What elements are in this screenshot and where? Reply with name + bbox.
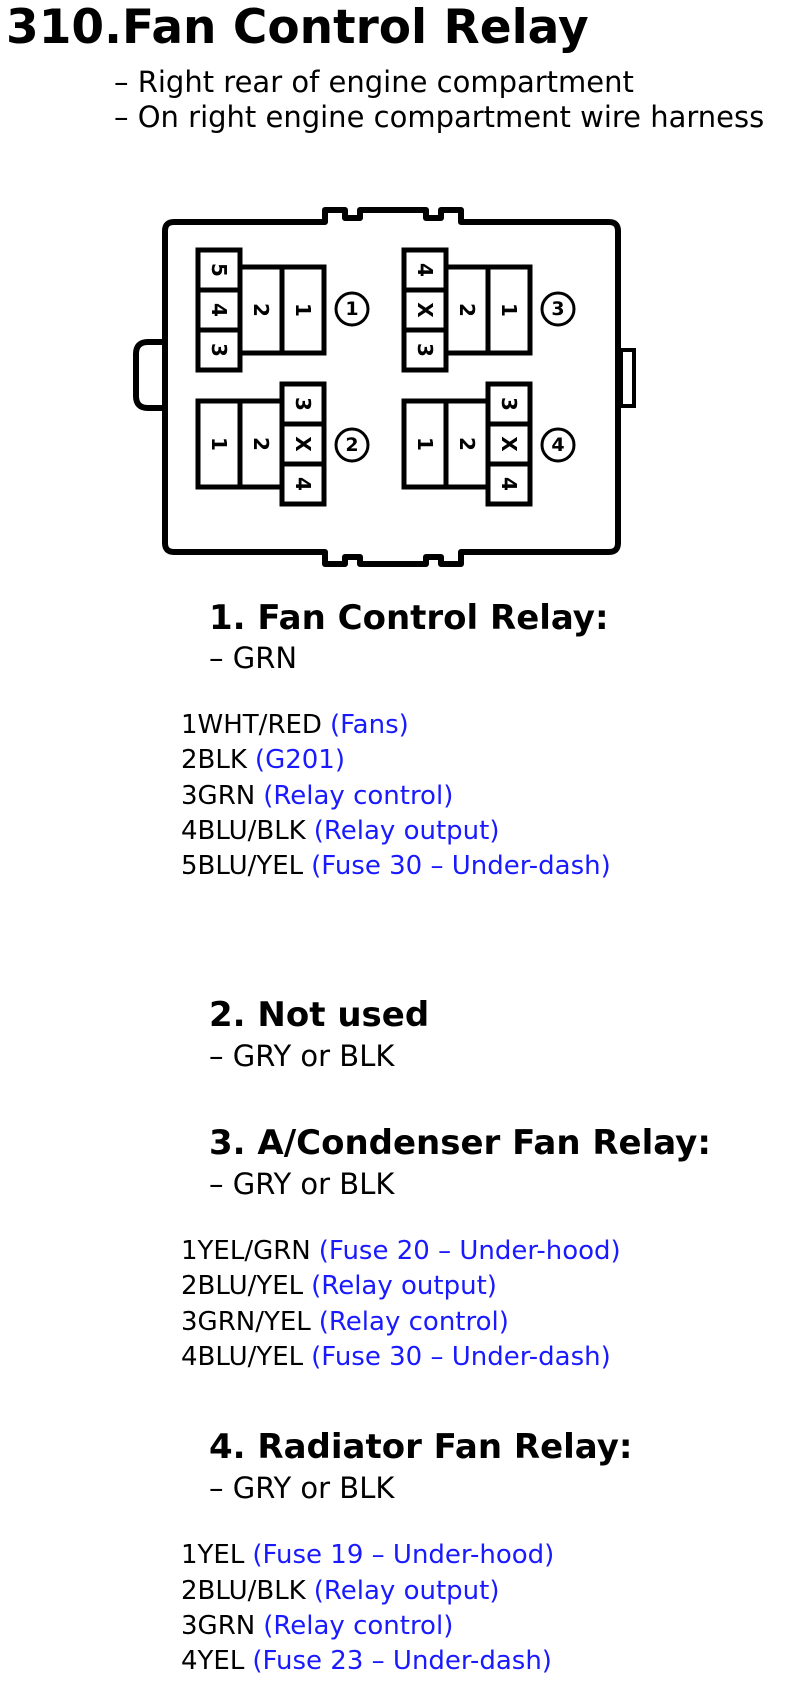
page-title: 310.Fan Control Relay	[6, 0, 589, 55]
relay-socket: 4X 3 2 1 3	[401, 247, 576, 373]
pin-row: 2BLK(G201)	[181, 744, 345, 776]
pin-wire: 2BLU/BLK	[181, 1576, 306, 1606]
pin-label: 3	[497, 397, 521, 411]
socket-number-circle	[334, 427, 370, 463]
section-3-color: – GRY or BLK	[209, 1167, 395, 1201]
pin-label: 2	[455, 437, 479, 451]
location-line-2: – On right engine compartment wire harne…	[114, 100, 765, 134]
pin-label: 4	[497, 477, 521, 491]
pin-wire: 1WHT/RED	[181, 710, 322, 740]
relay-socket: 3X 4 1 2 2	[195, 381, 370, 507]
pin-cell	[237, 264, 285, 356]
pin-description: (Fuse 20 – Under-hood)	[318, 1236, 621, 1266]
pin-wire: 2BLU/YEL	[181, 1271, 304, 1301]
pin-label: 3	[207, 343, 231, 357]
pin-description: (Relay control)	[263, 781, 454, 811]
pin-row: 1WHT/RED(Fans)	[181, 709, 409, 741]
pin-label: 2	[455, 303, 479, 317]
pin-label: 2	[249, 437, 273, 451]
pin-label: 4	[413, 263, 437, 277]
pin-row: 2BLU/YEL(Relay output)	[181, 1270, 497, 1302]
relay-socket: 5 4 3 2 1 1	[195, 247, 370, 373]
pin-description: (Relay output)	[311, 1271, 497, 1301]
pin-wire: 4BLU/YEL	[181, 1342, 304, 1372]
pin-row: 5BLU/YEL(Fuse 30 – Under-dash)	[181, 850, 611, 882]
pin-cell	[279, 264, 327, 356]
socket-number-circle	[540, 427, 576, 463]
pin-label: X	[291, 436, 315, 452]
connector-latch-left	[133, 339, 165, 411]
pin-label: 1	[291, 303, 315, 317]
pin-wire: 1YEL	[181, 1540, 245, 1570]
section-4-color: – GRY or BLK	[209, 1471, 395, 1505]
socket-number-circle	[334, 291, 370, 327]
pin-row: 2BLU/BLK(Relay output)	[181, 1575, 499, 1607]
pin-label: 1	[497, 303, 521, 317]
pin-cell	[401, 327, 449, 373]
pin-description: (Relay output)	[313, 1576, 500, 1606]
pin-wire: 4YEL	[181, 1646, 245, 1676]
pin-label: 3	[291, 397, 315, 411]
section-4-heading: 4. Radiator Fan Relay:	[209, 1427, 633, 1467]
pin-label: X	[413, 302, 437, 318]
pin-description: (Fuse 30 – Under-dash)	[311, 851, 611, 881]
relay-socket: 3X 4 1 2 4	[401, 381, 576, 507]
section-1-color: – GRN	[209, 641, 298, 675]
pin-wire: 2BLK	[181, 745, 247, 775]
pin-cell	[485, 264, 533, 356]
pin-description: (Relay output)	[313, 816, 500, 846]
pin-row: 1YEL(Fuse 19 – Under-hood)	[181, 1539, 554, 1571]
pin-description: (Relay control)	[263, 1611, 454, 1641]
pin-wire: 3GRN	[181, 1611, 256, 1641]
pin-row: 3GRN(Relay control)	[181, 1610, 453, 1642]
pin-wire: 4BLU/BLK	[181, 816, 306, 846]
pin-row: 4YEL(Fuse 23 – Under-dash)	[181, 1645, 552, 1677]
pin-label: 3	[413, 343, 437, 357]
pin-cell	[195, 327, 243, 373]
pin-wire: 3GRN	[181, 781, 256, 811]
pin-label: 5	[207, 263, 231, 277]
pin-row: 4BLU/YEL(Fuse 30 – Under-dash)	[181, 1341, 611, 1373]
section-2-heading: 2. Not used	[209, 995, 430, 1035]
pin-label: 2	[249, 303, 273, 317]
pin-row: 3GRN/YEL(Relay control)	[181, 1306, 509, 1338]
pin-wire: 3GRN/YEL	[181, 1307, 311, 1337]
pin-description: (Relay control)	[318, 1307, 509, 1337]
pin-cell	[237, 398, 285, 490]
section-2-color: – GRY or BLK	[209, 1039, 395, 1073]
pin-label: 1	[207, 437, 231, 451]
pin-label: X	[497, 436, 521, 452]
pin-description: (G201)	[254, 745, 345, 775]
pin-description: (Fuse 30 – Under-dash)	[311, 1342, 611, 1372]
pin-label: 4	[291, 477, 315, 491]
socket-number: 3	[551, 298, 564, 320]
location-line-1: – Right rear of engine compartment	[114, 65, 634, 99]
pin-wire: 1YEL/GRN	[181, 1236, 311, 1266]
socket-number: 2	[345, 434, 358, 456]
socket-number-circle	[540, 291, 576, 327]
pin-row: 1YEL/GRN(Fuse 20 – Under-hood)	[181, 1235, 621, 1267]
pin-row: 3GRN(Relay control)	[181, 780, 453, 812]
pin-wire: 5BLU/YEL	[181, 851, 304, 881]
socket-number: 1	[345, 298, 358, 320]
section-1-heading: 1. Fan Control Relay:	[209, 598, 609, 638]
pin-row: 4BLU/BLK(Relay output)	[181, 815, 499, 847]
section-3-heading: 3. A/Condenser Fan Relay:	[209, 1123, 711, 1163]
pin-cell	[443, 398, 491, 490]
pin-description: (Fuse 19 – Under-hood)	[252, 1540, 555, 1570]
pin-label: 1	[413, 437, 437, 451]
socket-number: 4	[551, 434, 564, 456]
pin-label: 4	[207, 303, 231, 317]
pin-description: (Fuse 23 – Under-dash)	[252, 1646, 552, 1676]
pin-description: (Fans)	[329, 710, 409, 740]
